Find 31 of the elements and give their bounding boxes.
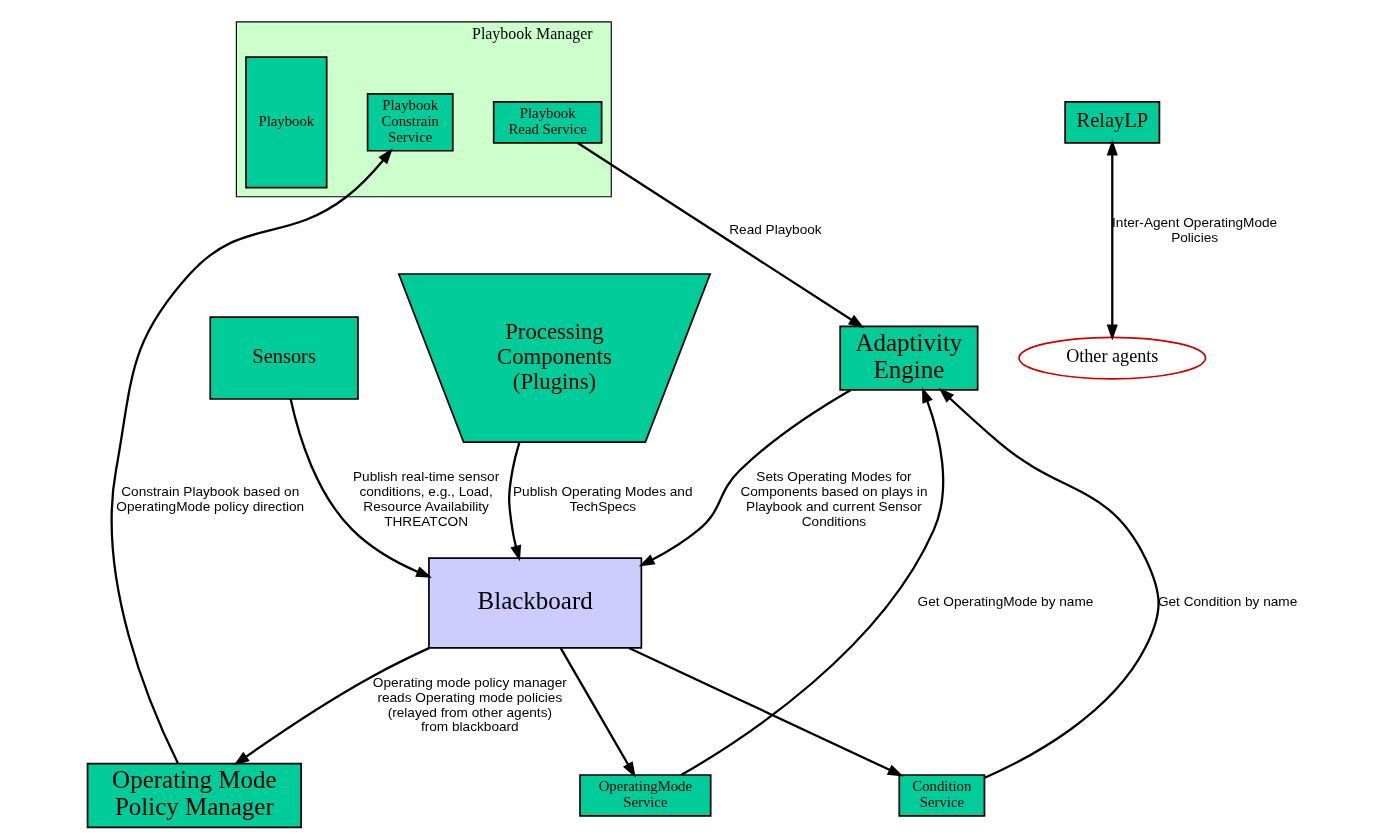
edge-label: Publish Operating Modes and TechSpecs: [512, 484, 693, 514]
edge-label: Publish real-time sensor conditions, e.g., Load, Resource Availability THREATCON: [353, 469, 500, 529]
edge-label: Get Condition by name: [1157, 594, 1298, 610]
node-box: Adaptivity Engine: [839, 325, 979, 391]
arrow: [628, 646, 904, 777]
edge-label: Constrain Playbook based on OperatingMode policy direction: [116, 484, 305, 514]
edge-label: Read Playbook: [729, 222, 822, 238]
arrow: [1106, 139, 1118, 341]
edge-label: Get OperatingMode by name: [917, 594, 1094, 610]
arrow: [681, 386, 945, 776]
arrow: [559, 647, 636, 778]
arrow: [638, 388, 852, 567]
edge-label: Operating mode policy manager reads Operating mode policies (relayed from other agents) from blackboard: [372, 675, 567, 735]
node-box: Condition Service: [898, 774, 986, 817]
arrow: [577, 142, 865, 329]
node-box: Playbook: [245, 56, 328, 189]
node-box: Playbook Read Service: [492, 101, 603, 144]
edge-label: Inter-Agent OperatingMode Policies: [1112, 214, 1278, 245]
node-box: Blackboard: [428, 557, 643, 649]
node-ellipse: Other agents: [1018, 336, 1207, 380]
arrow: [938, 387, 1160, 779]
arrow: [508, 441, 522, 562]
node-box: Playbook Constrain Service: [366, 93, 454, 152]
node-box: RelayLP: [1064, 101, 1161, 144]
node-box: Sensors: [209, 316, 359, 400]
arrow: [289, 398, 432, 578]
arrow: [110, 148, 393, 764]
edge-label: Sets Operating Modes for Components based on plays in Playbook and current Sensor Conditions: [740, 469, 928, 529]
node-box: OperatingMode Service: [579, 774, 712, 817]
arrow: [233, 646, 430, 766]
node-box: Operating Mode Policy Manager: [86, 762, 302, 829]
